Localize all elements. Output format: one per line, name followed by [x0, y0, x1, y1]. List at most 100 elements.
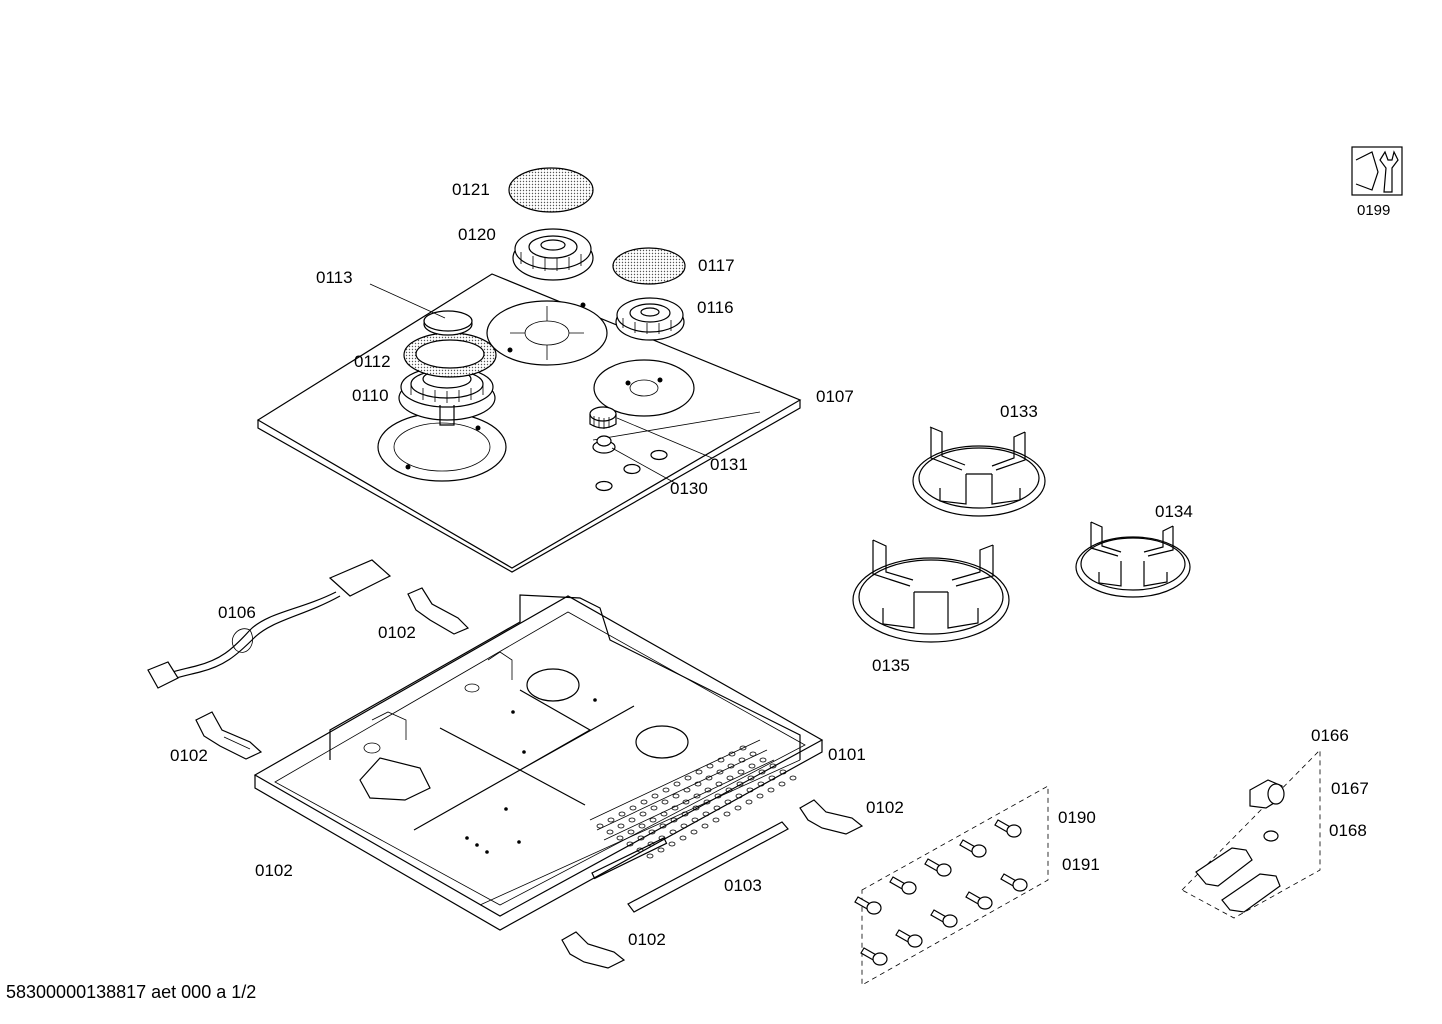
vent-hole [748, 763, 756, 769]
vent-hole [714, 793, 722, 799]
vent-hole [704, 787, 712, 793]
hob-top-plate [256, 273, 802, 573]
vent-hole [728, 751, 736, 757]
vent-hole [746, 787, 754, 793]
vent-hole [627, 829, 635, 835]
vent-hole [646, 853, 654, 859]
fixing-clip-3 [799, 799, 864, 835]
label-0130: 0130 [670, 479, 708, 498]
vent-hole [716, 769, 724, 775]
vent-hole [670, 817, 678, 823]
vent-hole [756, 793, 764, 799]
vent-hole [618, 811, 626, 817]
vent-hole [668, 841, 676, 847]
vent-hole [693, 793, 701, 799]
vent-hole [607, 817, 615, 823]
label-0102-b: 0102 [170, 746, 208, 765]
vent-hole [661, 799, 669, 805]
label-0168: 0168 [1329, 821, 1367, 840]
vent-hole [650, 805, 658, 811]
label-0102-a: 0102 [378, 623, 416, 642]
label-0102-d: 0102 [255, 861, 293, 880]
vent-hole [724, 799, 732, 805]
vent-hole [684, 775, 692, 781]
pan-support-0134 [1075, 521, 1191, 598]
screw [1000, 873, 1028, 892]
label-0166: 0166 [1311, 726, 1349, 745]
pan-support-0135 [852, 539, 1010, 643]
vent-hole [647, 841, 655, 847]
vent-hole [778, 781, 786, 787]
fixing-clip-1 [407, 587, 470, 635]
vent-hole [682, 799, 690, 805]
tray-dots [465, 698, 597, 854]
vent-hole [702, 811, 710, 817]
vent-hole [671, 805, 679, 811]
vent-hole [725, 787, 733, 793]
vent-hole [713, 805, 721, 811]
vent-hole [639, 811, 647, 817]
vent-hole [747, 775, 755, 781]
large-burner-base [377, 412, 507, 482]
screw [959, 839, 987, 858]
screw [965, 891, 993, 910]
label-0106: 0106 [218, 603, 256, 622]
vent-hole [749, 751, 757, 757]
burner-cap-small [423, 310, 473, 336]
screw [924, 858, 952, 877]
vent-hole [649, 817, 657, 823]
vent-hole [734, 805, 742, 811]
gas-connection-kit [1181, 749, 1321, 919]
vent-hole [626, 841, 634, 847]
vent-hole [617, 823, 625, 829]
label-0102-e: 0102 [628, 930, 666, 949]
vent-hole [712, 817, 720, 823]
label-0102-c: 0102 [866, 798, 904, 817]
vent-hole [680, 823, 688, 829]
screw [895, 929, 923, 948]
vent-hole [723, 811, 731, 817]
label-0117: 0117 [698, 256, 735, 275]
label-0116: 0116 [697, 298, 734, 317]
label-0190: 0190 [1058, 808, 1096, 827]
vent-hole [683, 787, 691, 793]
label-0191: 0191 [1062, 855, 1100, 874]
vent-hole [736, 781, 744, 787]
screw [994, 819, 1022, 838]
pan-support-0133 [912, 426, 1046, 517]
vent-hole [759, 757, 767, 763]
label-0167: 0167 [1331, 779, 1369, 798]
vent-hole [628, 817, 636, 823]
base-tray [253, 594, 824, 931]
vent-hole [637, 835, 645, 841]
vent-hole [616, 835, 624, 841]
screws-group [854, 785, 1049, 986]
vent-hole [692, 805, 700, 811]
vent-hole [636, 847, 644, 853]
label-0103: 0103 [724, 876, 762, 895]
vent-holes [596, 745, 797, 859]
burner-spreader-ring [403, 332, 497, 378]
vent-hole [726, 775, 734, 781]
vent-hole [691, 817, 699, 823]
vent-hole [690, 829, 698, 835]
seal-strip [627, 821, 789, 913]
vent-hole [789, 775, 797, 781]
vent-hole [638, 823, 646, 829]
vent-hole [648, 829, 656, 835]
label-0101: 0101 [828, 745, 866, 764]
vent-hole [657, 847, 665, 853]
label-0120: 0120 [458, 225, 496, 244]
label-0135: 0135 [872, 656, 910, 675]
vent-hole [673, 781, 681, 787]
fixing-clip-2 [195, 711, 263, 760]
vent-hole [596, 823, 604, 829]
vent-hole [768, 775, 776, 781]
label-0107: 0107 [816, 387, 854, 406]
screw [889, 876, 917, 895]
medium-burner-ring [512, 228, 594, 281]
vent-hole [679, 835, 687, 841]
tool-icon [1351, 146, 1403, 196]
vent-hole [738, 757, 746, 763]
